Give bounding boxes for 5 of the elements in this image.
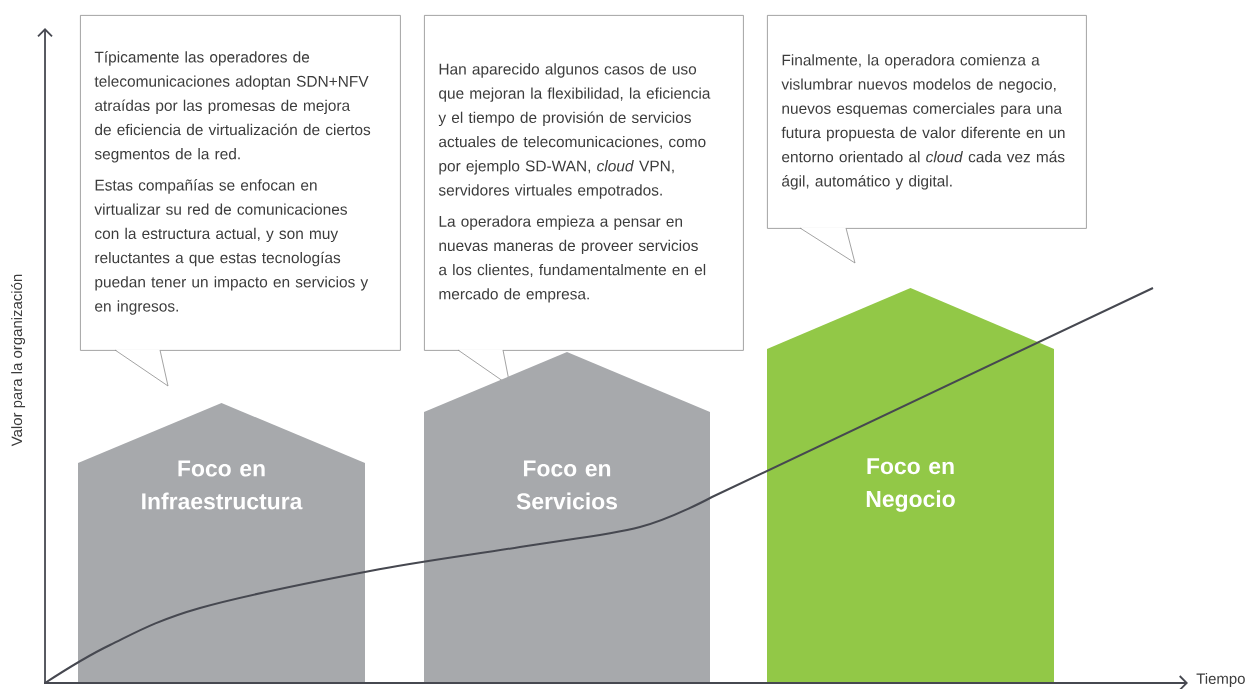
axis-title: Valor para la organización <box>10 274 26 447</box>
callout-box: Finalmente, la operadora comienza a vislumbrar nuevos modelos de negocio, nuevos esquemas comerciales para una futura propuesta de valor diferente en un entorno orientado al cloud cada vez más ágil, automático y digital. <box>767 15 1087 264</box>
callout-box: Han aparecido algunos casos de uso que mejoran la flexibilidad, la eficiencia y el tiempo de provisión de servicios actuales de telecomunicaciones, como por ejemplo SD-WAN, cloud VPN, servidores virtuales empotrados. La operadora empieza a pensar en nuevas maneras de proveer servicios a los clientes, fundamentalmente en el mercado de empresa. <box>424 15 744 387</box>
axis-title: Tiempo <box>1196 673 1245 687</box>
callout-box: Típicamente las operadores de telecomunicaciones adoptan SDN+NFV atraídas por las promesas de mejora de eficiencia de virtualización de ciertos segmentos de la red. Estas compañías se enfocan en virtualizar su red de comunicaciones con la estructura actual, y son muy reluctantes a que estas tecnologías puedan tener un impacto en servicios y en ingresos. <box>80 15 401 387</box>
